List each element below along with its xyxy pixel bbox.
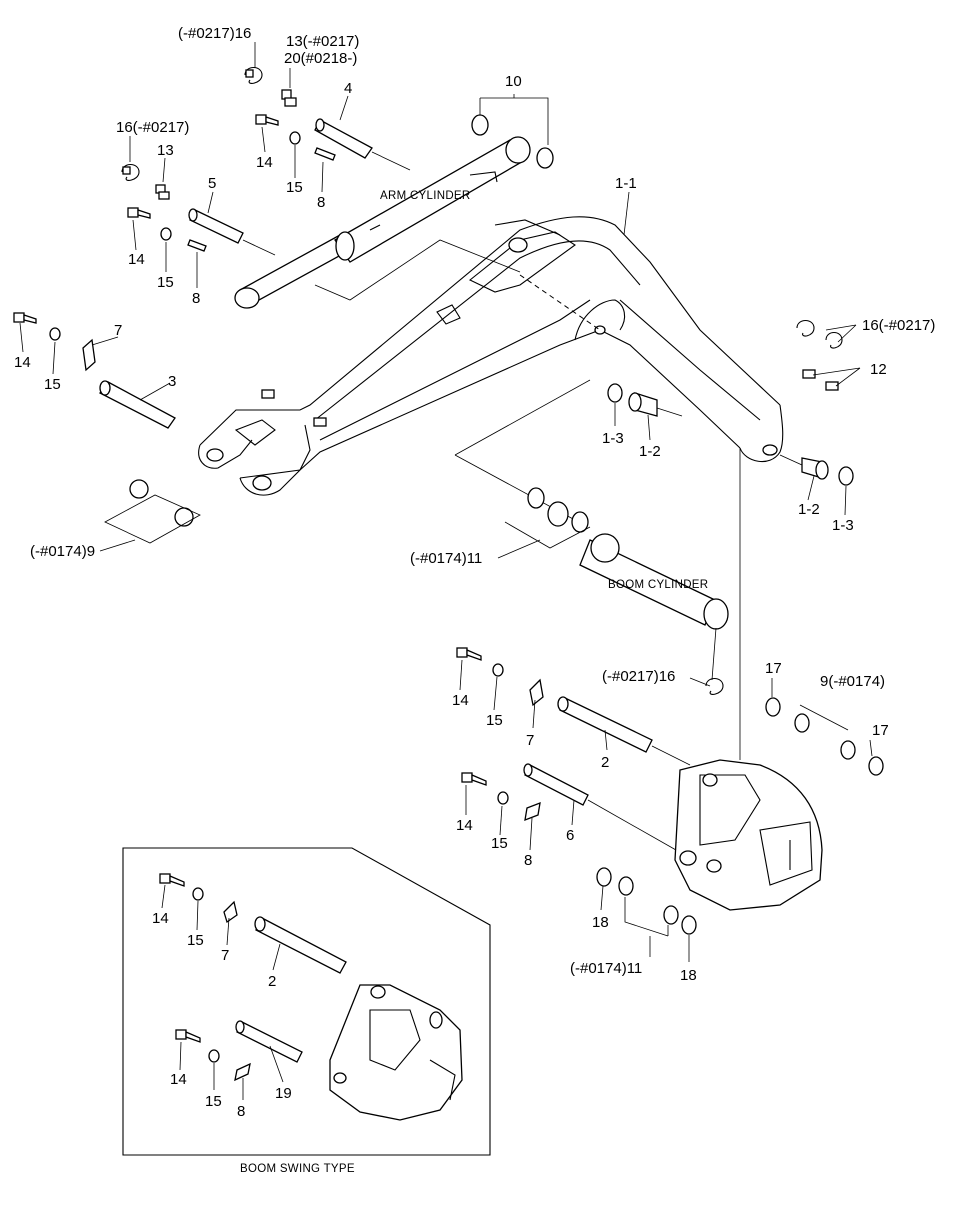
label-20: 20(#0218-) <box>284 50 357 67</box>
label-14: 14 <box>128 251 145 268</box>
leader-lines <box>19 42 873 1100</box>
label-15: 15 <box>157 274 174 291</box>
label-1-3: 1-3 <box>602 430 624 447</box>
bolt-14-d <box>456 647 482 661</box>
label-8: 8 <box>192 290 200 307</box>
label-2: 2 <box>268 973 276 990</box>
label-15: 15 <box>486 712 503 729</box>
pin-2-inset <box>254 916 347 974</box>
pin-4 <box>314 118 411 171</box>
bolt-14-f <box>159 873 185 887</box>
boom-swing-inset <box>122 847 491 1156</box>
label-15: 15 <box>491 835 508 852</box>
label-17: 17 <box>765 660 782 677</box>
clip-16-a <box>244 66 263 84</box>
rings-and-bushings <box>104 97 884 937</box>
label-14: 14 <box>152 910 169 927</box>
label-13: 13(-#0217) <box>286 33 359 50</box>
label-8: 8 <box>317 194 325 211</box>
label-7: 7 <box>221 947 229 964</box>
fitting-13 <box>155 184 170 200</box>
pin-6 <box>523 763 677 851</box>
label-9: 9(-#0174) <box>820 673 885 690</box>
label-7: 7 <box>114 322 122 339</box>
fitting-12 <box>802 369 839 391</box>
label-14: 14 <box>456 817 473 834</box>
label-9: (-#0174)9 <box>30 543 95 560</box>
plates <box>82 147 544 1082</box>
label-1-1: 1-1 <box>615 175 637 192</box>
clip-16-d <box>705 677 724 695</box>
arm-cylinder <box>234 136 531 309</box>
pin-19 <box>235 1020 303 1063</box>
pin-2 <box>557 696 691 766</box>
label-18: 18 <box>680 967 697 984</box>
label-19: 19 <box>275 1085 292 1102</box>
label-8: 8 <box>237 1103 245 1120</box>
label-2: 2 <box>601 754 609 771</box>
fitting-13-20 <box>281 89 297 107</box>
label-12: 12 <box>870 361 887 378</box>
upper-frame <box>674 759 823 911</box>
pin-5 <box>188 208 276 256</box>
label-11: (-#0174)11 <box>410 550 482 567</box>
label-8: 8 <box>524 852 532 869</box>
label-10: 10 <box>505 73 522 90</box>
label-6: 6 <box>566 827 574 844</box>
arm-cylinder-caption: ARM CYLINDER <box>380 190 471 202</box>
label-1-3: 1-3 <box>832 517 854 534</box>
washers <box>49 131 509 1063</box>
label-13: 13 <box>157 142 174 159</box>
boom-swing-type-caption: BOOM SWING TYPE <box>240 1163 355 1175</box>
label-15: 15 <box>44 376 61 393</box>
bolt-14-e <box>461 772 487 786</box>
label-15: 15 <box>205 1093 222 1110</box>
label-7: 7 <box>526 732 534 749</box>
label-1-2: 1-2 <box>639 443 661 460</box>
clip-16-c <box>796 319 843 349</box>
bolt-14-a <box>255 114 279 126</box>
label-1-2: 1-2 <box>798 501 820 518</box>
label-16: (-#0217)16 <box>178 25 251 42</box>
label-15: 15 <box>286 179 303 196</box>
label-11: (-#0174)11 <box>570 960 642 977</box>
label-3: 3 <box>168 373 176 390</box>
label-14: 14 <box>14 354 31 371</box>
boom-cylinder <box>454 379 729 681</box>
label-15: 15 <box>187 932 204 949</box>
label-18: 18 <box>592 914 609 931</box>
boom-assembly <box>198 216 784 760</box>
part-labels: (-#0217)16 13(-#0217) 20(#0218-) 4 10 16… <box>14 25 935 1120</box>
bolt-14-c <box>13 312 37 324</box>
label-16: 16(-#0217) <box>116 119 189 136</box>
label-16: (-#0217)16 <box>602 668 675 685</box>
pin-3 <box>99 380 176 429</box>
clip-16-b <box>121 163 140 181</box>
label-14: 14 <box>452 692 469 709</box>
label-17: 17 <box>872 722 889 739</box>
label-5: 5 <box>208 175 216 192</box>
label-14: 14 <box>170 1071 187 1088</box>
label-4: 4 <box>344 80 352 97</box>
boom-cylinder-caption: BOOM CYLINDER <box>608 579 708 591</box>
bolt-14-b <box>127 207 151 219</box>
label-14: 14 <box>256 154 273 171</box>
label-16: 16(-#0217) <box>862 317 935 334</box>
bolt-14-g <box>175 1029 201 1043</box>
